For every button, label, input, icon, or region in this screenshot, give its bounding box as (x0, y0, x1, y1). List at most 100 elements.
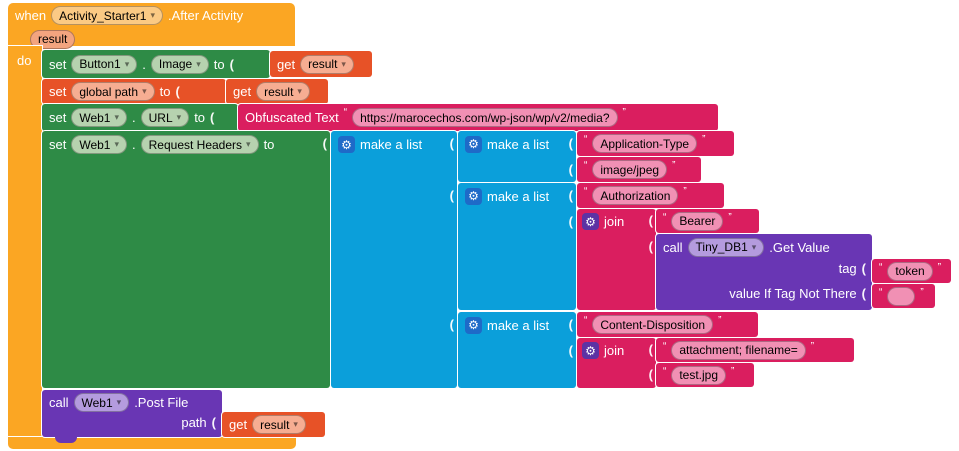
arg-socket: ( (648, 367, 653, 382)
dropdown-arrow-icon: ▾ (114, 112, 120, 122)
variable-dropdown[interactable]: result ▾ (300, 54, 354, 74)
set-web-url-block[interactable]: set Web1 ▾ . URL ▾ to ( (42, 104, 238, 131)
make-a-list-block-1[interactable]: ⚙ make a list ( ( (458, 131, 576, 182)
get-result-block[interactable]: get result ▾ (270, 51, 372, 77)
call-web-postfile-block[interactable]: call Web1 ▾ .Post File path ( (42, 390, 222, 437)
empty-string-block[interactable]: “ ” (872, 284, 935, 308)
text-field[interactable]: Bearer (671, 211, 724, 231)
quote-mark: ” (622, 107, 626, 118)
component-dropdown[interactable]: Button1 ▾ (71, 54, 138, 74)
component-dropdown-label: Tiny_DB1 (695, 240, 748, 254)
make-a-list-label: make a list (487, 136, 550, 152)
arg-label-path: path (181, 415, 207, 430)
dropdown-arrow-icon: ▾ (142, 86, 147, 96)
property-dropdown[interactable]: URL ▾ (140, 108, 190, 127)
variable-dropdown[interactable]: global path ▾ (71, 82, 155, 101)
string-block[interactable]: “ Application-Type ” (577, 131, 734, 156)
text-field[interactable]: token (887, 261, 933, 281)
dropdown-arrow-icon: ▾ (150, 10, 155, 20)
text-field[interactable]: Application-Type (592, 134, 698, 153)
component-dropdown[interactable]: Activity_Starter1 ▾ (51, 6, 163, 25)
event-name-label: .After Activity (167, 8, 244, 23)
make-a-list-block-3[interactable]: ⚙ make a list ( ( (458, 312, 576, 388)
string-block[interactable]: “ Bearer ” (656, 209, 759, 233)
mutator-gear-icon[interactable]: ⚙ (582, 213, 599, 230)
component-dropdown[interactable]: Web1 ▾ (73, 393, 130, 412)
join-block[interactable]: ⚙ join ( ( (577, 209, 656, 310)
text-field-value: Application-Type (600, 136, 690, 151)
component-dropdown[interactable]: Tiny_DB1 ▾ (687, 237, 765, 257)
quote-mark: ” (683, 186, 687, 197)
quote-mark: ” (702, 134, 706, 145)
variable-dropdown-label: result (308, 57, 338, 71)
arg-socket: ( (861, 261, 866, 276)
mutator-gear-icon[interactable]: ⚙ (465, 187, 482, 205)
when-event-block-header[interactable]: when Activity_Starter1 ▾ .After Activity… (8, 3, 295, 49)
string-block[interactable]: “ Content-Disposition ” (577, 312, 758, 337)
text-field-value: Bearer (679, 214, 716, 228)
item-socket: ( (568, 188, 573, 203)
dot-label: . (142, 56, 146, 72)
event-parameter-pill[interactable]: result (30, 29, 76, 49)
variable-dropdown[interactable]: result ▾ (256, 82, 310, 101)
set-global-path-block[interactable]: set global path ▾ to ( (42, 79, 226, 104)
call-tinydb-getvalue-block[interactable]: call Tiny_DB1 ▾ .Get Value tag ( value I… (656, 234, 872, 310)
component-dropdown[interactable]: Web1 ▾ (71, 135, 128, 154)
string-block[interactable]: “ test.jpg ” (656, 363, 754, 387)
mutator-gear-icon[interactable]: ⚙ (338, 136, 355, 153)
set-request-headers-block[interactable]: set Web1 ▾ . Request Headers ▾ to ( (42, 131, 330, 388)
dropdown-arrow-icon: ▾ (196, 58, 201, 69)
text-field-value: attachment; filename= (679, 343, 798, 357)
text-field[interactable]: https://marocechos.com/wp-json/wp/v2/med… (352, 108, 618, 127)
get-keyword-label: get (233, 84, 252, 99)
set-keyword-label: set (49, 137, 67, 152)
get-result-block[interactable]: get result ▾ (226, 79, 328, 104)
dropdown-arrow-icon: ▾ (114, 139, 120, 149)
method-label: .Post File (134, 395, 189, 410)
dot-label: . (132, 137, 136, 152)
item-socket: ( (568, 136, 573, 151)
dropdown-arrow-icon: ▾ (124, 58, 130, 69)
string-block[interactable]: “ token ” (872, 259, 951, 283)
text-field-value: test.jpg (679, 368, 719, 382)
text-field[interactable]: Authorization (592, 186, 679, 205)
when-event-block-spine[interactable]: do (8, 46, 42, 437)
get-keyword-label: get (229, 417, 248, 432)
value-socket: ( (210, 110, 215, 125)
text-field[interactable]: Content-Disposition (592, 315, 714, 334)
make-a-list-block-2[interactable]: ⚙ make a list ( ( (458, 183, 576, 310)
text-field-value: Content-Disposition (600, 317, 706, 332)
text-field[interactable]: attachment; filename= (671, 340, 806, 360)
property-dropdown[interactable]: Image ▾ (150, 54, 209, 74)
mutator-gear-icon[interactable]: ⚙ (465, 135, 482, 153)
get-result-block[interactable]: get result ▾ (222, 412, 325, 437)
dropdown-arrow-icon: ▾ (751, 241, 757, 252)
string-block[interactable]: “ Authorization ” (577, 183, 724, 208)
quote-mark: ” (718, 315, 722, 326)
when-event-block-bottom[interactable] (8, 437, 296, 449)
value-socket: ( (175, 84, 180, 99)
text-field[interactable] (887, 286, 916, 306)
variable-dropdown[interactable]: result ▾ (252, 415, 306, 434)
obfuscated-text-block[interactable]: Obfuscated Text “ https://marocechos.com… (238, 104, 718, 131)
text-field[interactable]: image/jpeg (592, 160, 668, 179)
variable-dropdown-label: global path (79, 84, 139, 99)
dropdown-arrow-icon: ▾ (246, 139, 251, 149)
string-block[interactable]: “ image/jpeg ” (577, 157, 701, 182)
property-dropdown[interactable]: Request Headers ▾ (140, 135, 259, 154)
item-socket: ( (568, 317, 573, 332)
set-button-image-block[interactable]: set Button1 ▾ . Image ▾ to ( (42, 50, 270, 78)
string-block[interactable]: “ attachment; filename= ” (656, 338, 854, 362)
mutator-gear-icon[interactable]: ⚙ (465, 316, 482, 334)
quote-mark: “ (584, 134, 588, 145)
variable-dropdown-label: result (264, 84, 294, 99)
join-block[interactable]: ⚙ join ( ( (577, 338, 656, 388)
component-dropdown[interactable]: Web1 ▾ (71, 108, 128, 127)
set-keyword-label: set (49, 56, 67, 72)
dropdown-arrow-icon: ▾ (176, 112, 182, 122)
make-a-list-block-outer[interactable]: ⚙ make a list ( ( ( (331, 131, 457, 388)
text-field-value: https://marocechos.com/wp-json/wp/v2/med… (360, 110, 610, 125)
text-field[interactable]: test.jpg (671, 365, 727, 385)
item-socket: ( (449, 188, 454, 203)
mutator-gear-icon[interactable]: ⚙ (582, 342, 599, 359)
